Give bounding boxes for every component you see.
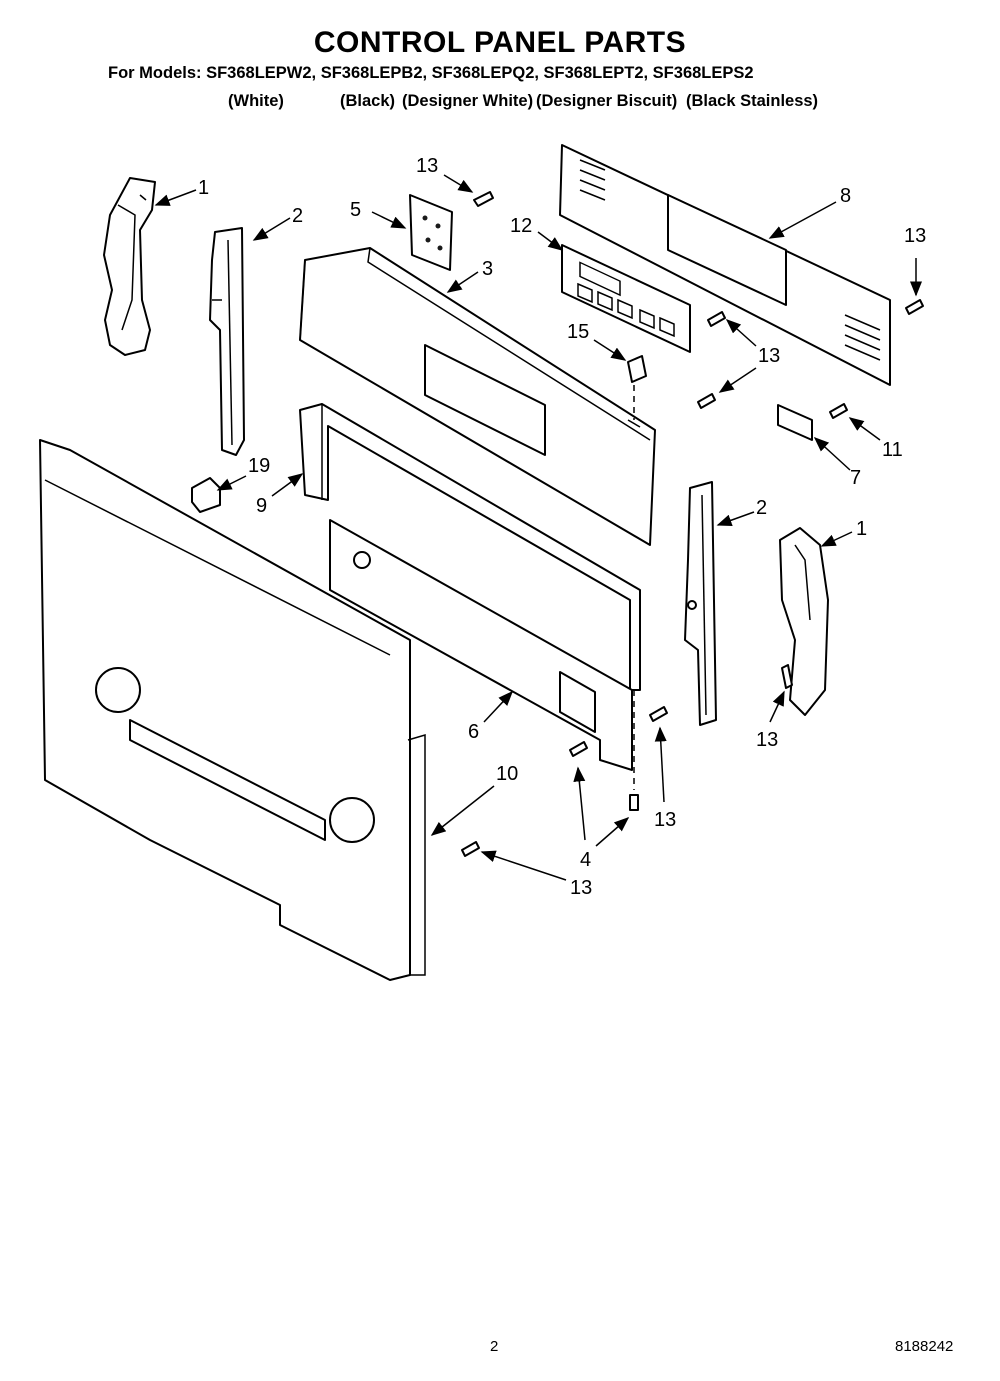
document-number: 8188242 (895, 1338, 954, 1355)
color-white: (White) (228, 92, 284, 110)
screw-11 (829, 403, 848, 419)
callout-9: 9 (256, 495, 267, 517)
color-black-stainless: (Black Stainless) (686, 92, 819, 110)
part-15-clip (627, 355, 647, 383)
callout-13-a: 13 (416, 155, 438, 177)
color-black: (Black) (340, 92, 396, 110)
part-2-left-side-bracket (209, 227, 245, 456)
callout-19: 19 (248, 455, 270, 477)
callout-2-bottom: 2 (756, 497, 767, 519)
callout-10: 10 (496, 763, 518, 785)
callout-1-bottom: 1 (856, 518, 867, 540)
leader-lines (154, 174, 922, 881)
part-7-bracket (777, 404, 813, 441)
part-1-left-end-cap (103, 177, 156, 356)
screw-13-lower-right (781, 664, 793, 689)
part-8-rear-panel (559, 144, 891, 386)
callout-12: 12 (510, 215, 532, 237)
screw-13-mid (697, 393, 716, 409)
callout-13-f: 13 (570, 877, 592, 899)
screw-13-board (707, 311, 726, 327)
color-designer-white: (Designer White) (402, 92, 534, 110)
part-9-frame (299, 403, 641, 691)
screw-13-bottom (461, 841, 480, 857)
part-12-display-board (561, 244, 691, 353)
screw-13-top (473, 191, 494, 207)
callout-11: 11 (882, 439, 903, 461)
callout-7: 7 (850, 467, 861, 489)
color-designer-biscuit: (Designer Biscuit) (536, 92, 678, 110)
callout-4: 4 (580, 849, 591, 871)
callout-13-c: 13 (758, 345, 780, 367)
screw-4-b (629, 794, 639, 811)
part-3-control-panel (299, 247, 656, 546)
callout-5: 5 (350, 199, 361, 221)
part-2-right-side-bracket (684, 481, 717, 726)
part-1-right-end-cap (779, 527, 829, 716)
screw-13-right (905, 299, 924, 315)
callout-6: 6 (468, 721, 479, 743)
page-number: 2 (490, 1338, 499, 1355)
screw-13-panel-right (649, 706, 668, 722)
callout-2-top: 2 (292, 205, 303, 227)
callout-13-b: 13 (904, 225, 926, 247)
callout-13-d: 13 (756, 729, 778, 751)
part-10-back-panel (39, 439, 426, 981)
part-5-bracket-plate (409, 194, 453, 271)
page-title: CONTROL PANEL PARTS (313, 26, 687, 59)
part-6-lower-panel (329, 519, 633, 771)
callout-1-top: 1 (198, 177, 209, 199)
screw-4-a (569, 741, 588, 757)
callout-15: 15 (567, 321, 589, 343)
callout-3: 3 (482, 258, 493, 280)
callout-8: 8 (840, 185, 851, 207)
models-line: For Models: SF368LEPW2, SF368LEPB2, SF36… (108, 64, 754, 82)
part-19-grommet (191, 477, 221, 513)
callout-13-e: 13 (654, 809, 676, 831)
